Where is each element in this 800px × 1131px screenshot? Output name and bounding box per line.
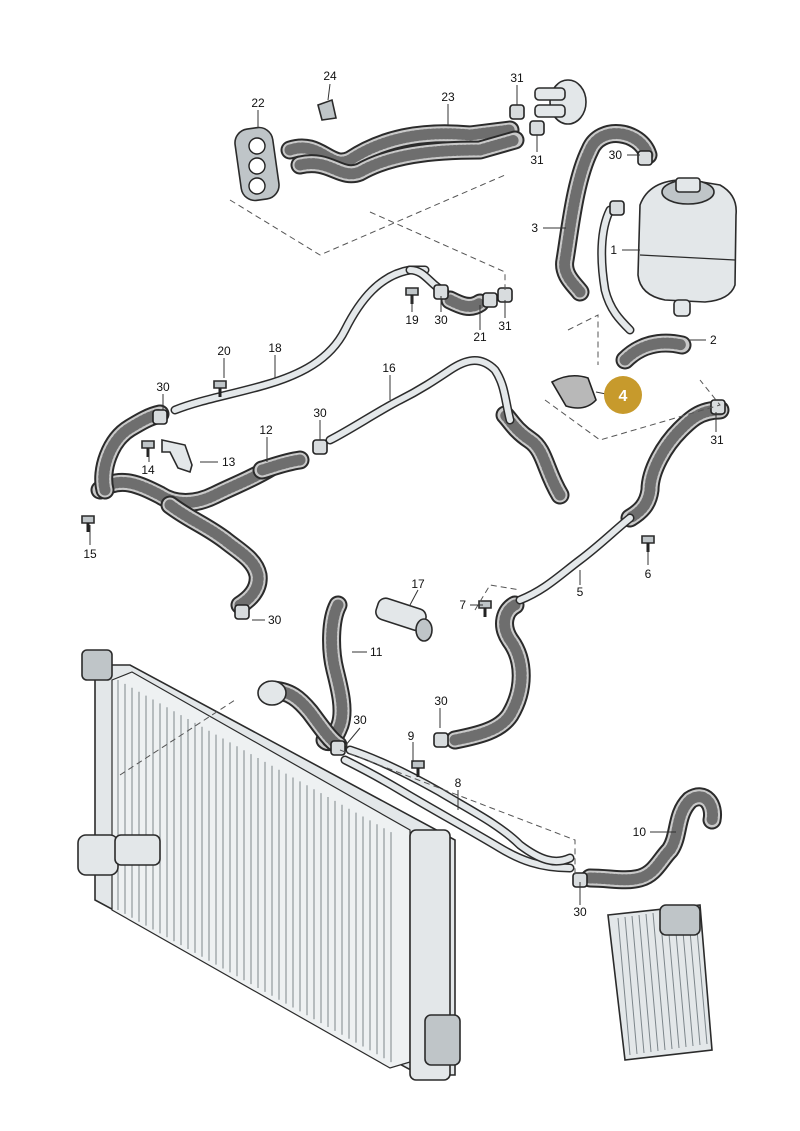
callout-18: 18: [268, 341, 282, 355]
callout-30-e: 30: [434, 694, 448, 708]
callout-30-d: 30: [268, 613, 282, 627]
callout-31-d: 31: [710, 433, 724, 447]
callout-20: 20: [217, 344, 231, 358]
hose-3: [555, 124, 658, 302]
highlight-badge[interactable]: [604, 376, 642, 414]
callout-23: 23: [441, 90, 455, 104]
callout-16: 16: [382, 361, 396, 375]
bolt: [478, 600, 492, 617]
callout-10: 10: [633, 825, 647, 839]
callout-8: 8: [455, 776, 462, 790]
leader-lines: [89, 83, 717, 905]
hose-13: [160, 495, 268, 615]
bolt: [641, 535, 655, 552]
callout-31-a: 31: [510, 71, 524, 85]
bracket-24: [317, 98, 337, 121]
callout-11: 11: [370, 645, 383, 659]
assembly-lines: [119, 174, 721, 875]
hose-7: [445, 595, 531, 750]
callout-30-c: 30: [313, 406, 327, 420]
callout-6: 6: [645, 567, 652, 581]
heater-flange: [234, 126, 280, 202]
hose-clamp: [497, 287, 513, 303]
bolts: [81, 287, 655, 777]
auxiliary-cooler: [607, 904, 713, 1061]
callout-3: 3: [531, 221, 538, 235]
pipe-5: [345, 745, 575, 866]
connector-17: [375, 597, 433, 642]
heater-valve: [534, 79, 587, 125]
callout-5: 5: [577, 585, 584, 599]
hose-clamp: [637, 150, 653, 166]
callout-17: 17: [411, 577, 425, 591]
hose-10: [580, 787, 722, 890]
hose-clamp: [152, 409, 168, 425]
hose-4: [495, 405, 570, 505]
callout-22: 22: [251, 96, 265, 110]
callout-24: 24: [323, 69, 337, 83]
bolt: [213, 380, 227, 397]
callout-31-b: 31: [530, 153, 544, 167]
callout-2: 2: [710, 333, 717, 347]
pipe-3: [515, 513, 635, 605]
hose-clamp: [609, 200, 625, 216]
callout-labels: 1 2 3 5 6 7 8 9 10 11 12 13 14 15 16 17 …: [83, 69, 724, 919]
hose-clamp: [482, 292, 498, 308]
hose-clamp: [234, 604, 250, 620]
callout-30-b: 30: [156, 380, 170, 394]
hose-6: [620, 400, 730, 528]
callout-15: 15: [83, 547, 97, 561]
callout-19: 19: [405, 313, 419, 327]
hose-clamps: [152, 104, 726, 888]
callout-1: 1: [610, 243, 617, 257]
highlight-callout-4[interactable]: 4: [595, 376, 642, 414]
callout-31-c: 31: [498, 319, 512, 333]
connector-11-end: [257, 680, 287, 706]
bolt: [411, 760, 425, 777]
highlight-label: 4: [619, 388, 628, 405]
pipe-4: [340, 755, 575, 873]
callout-30-g: 30: [434, 313, 448, 327]
radiator: [77, 649, 461, 1081]
callout-30-f: 30: [353, 713, 367, 727]
hose-clamp: [529, 120, 545, 136]
callout-30-a: 30: [609, 148, 623, 162]
callout-14: 14: [141, 463, 155, 477]
expansion-tank: [637, 177, 737, 317]
hose-clamp: [710, 399, 726, 415]
hose-5: [615, 333, 692, 370]
hose-12: [90, 458, 280, 512]
callout-13: 13: [222, 455, 236, 469]
callout-9: 9: [408, 729, 415, 743]
hose-14: [94, 404, 170, 500]
hose-clamp: [312, 439, 328, 455]
bolt: [81, 515, 95, 532]
pipe-2: [325, 356, 515, 445]
pipe-1: [170, 265, 430, 415]
hose-15: [252, 450, 310, 480]
hose-1: [280, 120, 520, 172]
hose-clamp: [330, 740, 346, 756]
pipe-6: [597, 205, 635, 335]
bracket-13: [161, 439, 193, 474]
callout-7: 7: [459, 598, 466, 612]
hose-clamp: [509, 104, 525, 120]
hose-clamp: [433, 732, 449, 748]
bolt: [141, 440, 155, 457]
callout-21: 21: [473, 330, 487, 344]
seal-gasket: [550, 374, 597, 409]
hose-2: [290, 130, 525, 184]
callout-30-h: 30: [573, 905, 587, 919]
hose-11: [440, 290, 490, 316]
callout-12: 12: [259, 423, 273, 437]
